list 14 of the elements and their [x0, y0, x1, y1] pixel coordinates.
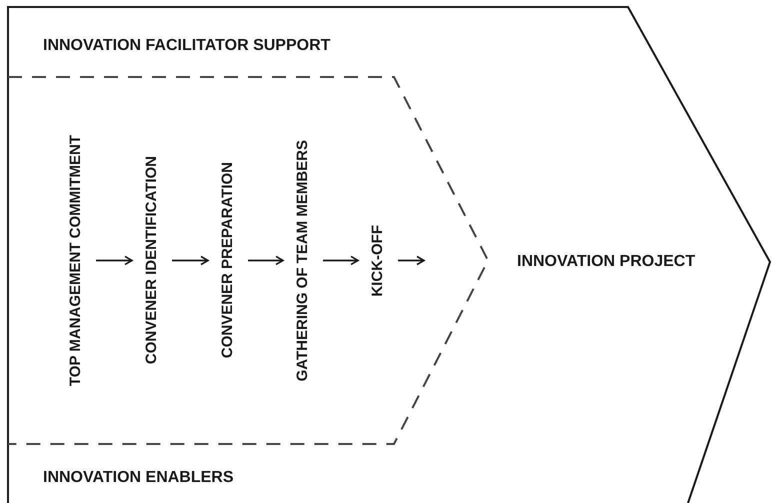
- arrow: [323, 256, 359, 266]
- step-label: TOP MANAGEMENT COMMITMENT: [66, 134, 86, 386]
- arrow: [96, 256, 133, 266]
- dashed-chevron: [8, 76, 490, 445]
- section-label: INNOVATION FACILITATOR SUPPORT: [43, 36, 330, 56]
- section-label: INNOVATION ENABLERS: [43, 468, 234, 488]
- step-label: CONVENER IDENTIFICATION: [142, 156, 162, 365]
- section-label: INNOVATION PROJECT: [517, 252, 696, 272]
- step-label: GATHERING OF TEAM MEMBERS: [293, 140, 313, 382]
- arrow: [248, 256, 284, 266]
- step-label: CONVENER PREPARATION: [218, 162, 238, 359]
- arrow: [398, 256, 425, 266]
- arrow: [172, 256, 209, 266]
- step-label: KICK-OFF: [368, 224, 388, 296]
